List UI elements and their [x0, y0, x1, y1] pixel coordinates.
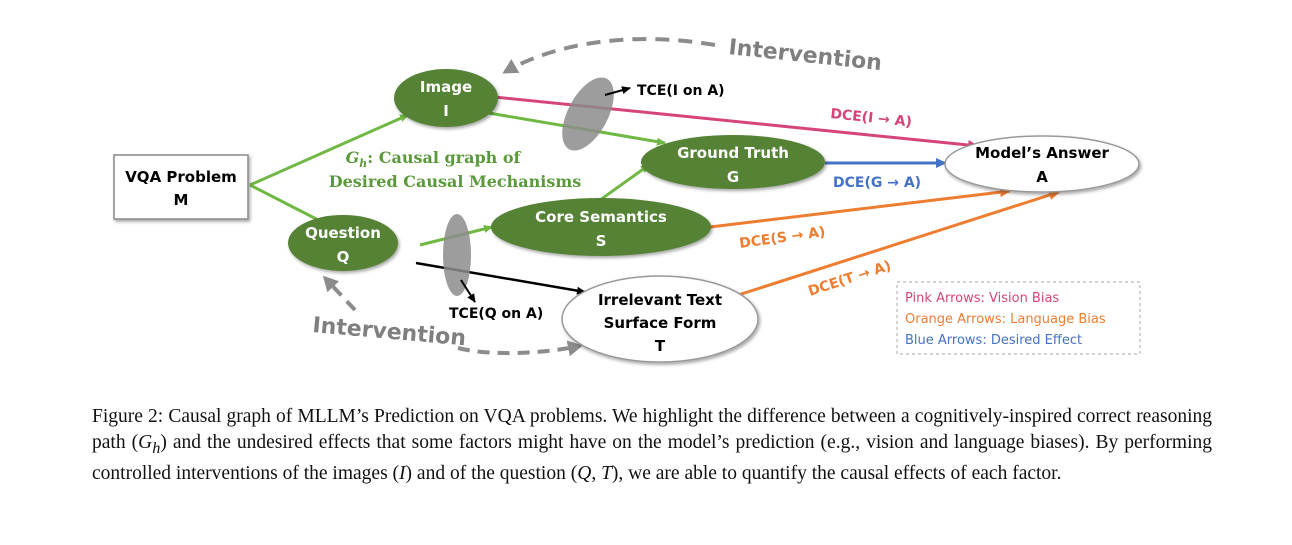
- caption-suffix: ), we are able to quantify the causal ef…: [611, 462, 1062, 484]
- label-dce-g: DCE(G → A): [833, 175, 921, 191]
- gh-causal-graph-label: Gh: Causal graph of Desired Causal Mecha…: [329, 148, 582, 191]
- node-ground-truth: Ground Truth G: [641, 135, 825, 189]
- legend-item-orange: Orange Arrows: Language Bias: [905, 312, 1106, 327]
- node-ground-truth-title: Ground Truth: [677, 144, 789, 162]
- gh-label-line1: Gh: Causal graph of: [346, 148, 522, 170]
- node-question: Question Q: [288, 215, 398, 271]
- node-question-symbol: Q: [337, 248, 350, 266]
- node-vqa-problem: VQA Problem M: [113, 154, 249, 220]
- node-model-answer-title: Model’s Answer: [975, 144, 1109, 162]
- gh-subscript: h: [359, 157, 367, 170]
- caption-mid1: ) and the undesired effects that some fa…: [92, 432, 1212, 484]
- tce-i-cut-ellipse: [562, 77, 614, 151]
- label-dce-i: DCE(I → A): [830, 106, 913, 130]
- edge-s-to-a-orange: [709, 187, 1011, 229]
- label-tce-q: TCE(Q on A): [449, 306, 543, 322]
- legend-item-pink: Pink Arrows: Vision Bias: [905, 291, 1059, 306]
- caption-gh-sub: h: [152, 438, 161, 457]
- intervention-arrow-bottom: [457, 340, 583, 357]
- node-irrelevant-text-line1: Irrelevant Text: [598, 291, 722, 309]
- tce-q-cut-ellipse: [443, 214, 471, 296]
- node-image: Image I: [394, 69, 498, 127]
- node-core-semantics-title: Core Semantics: [535, 208, 667, 226]
- label-intervention-top: Intervention: [727, 35, 883, 76]
- caption-var-q: Q: [577, 462, 592, 484]
- node-model-answer: Model’s Answer A: [944, 135, 1140, 193]
- caption-mid3: ,: [591, 462, 602, 484]
- edge-t-to-a-orange: [731, 190, 1060, 299]
- edge-m-to-i: [249, 113, 409, 187]
- gh-label-line2: Desired Causal Mechanisms: [329, 172, 582, 191]
- gh-line1-rest: : Causal graph of: [367, 148, 521, 167]
- node-irrelevant-text-symbol: T: [655, 337, 666, 355]
- tce-q-pointer: [460, 279, 476, 303]
- node-core-semantics: Core Semantics S: [491, 198, 711, 256]
- node-irrelevant-text-line2: Surface Form: [604, 314, 717, 332]
- edge-s-to-g: [599, 163, 650, 202]
- caption-prefix: Figure 2: Causal graph of MLLM’s Predict…: [92, 406, 1212, 453]
- node-model-answer-symbol: A: [1036, 168, 1048, 186]
- caption-gh: G: [138, 432, 153, 453]
- edge-q-to-t: [415, 261, 586, 295]
- label-dce-t: DCE(T → A): [806, 258, 893, 300]
- label-intervention-bottom: Intervention: [311, 313, 466, 351]
- caption-var-i: I: [399, 462, 406, 484]
- node-irrelevant-text: Irrelevant Text Surface Form T: [561, 275, 759, 363]
- node-image-symbol: I: [443, 102, 449, 120]
- caption-var-t: T: [601, 462, 612, 484]
- node-ground-truth-symbol: G: [727, 168, 739, 186]
- legend: Pink Arrows: Vision Bias Orange Arrows: …: [896, 281, 1141, 355]
- node-vqa-title: VQA Problem: [125, 168, 237, 186]
- tce-i-pointer: [604, 86, 631, 96]
- label-tce-i: TCE(I on A): [637, 83, 725, 99]
- intervention-arrow-bottom-up: [322, 275, 357, 312]
- intervention-arrow-top: [502, 37, 716, 74]
- figure-caption: Figure 2: Causal graph of MLLM’s Predict…: [92, 404, 1212, 487]
- node-question-title: Question: [305, 224, 381, 242]
- causal-graph-diagram: VQA Problem M Image I Question Q Ground …: [113, 35, 1141, 363]
- node-image-title: Image: [420, 78, 472, 96]
- label-dce-s: DCE(S → A): [738, 224, 826, 252]
- gh-symbol: G: [346, 148, 360, 167]
- legend-item-blue: Blue Arrows: Desired Effect: [905, 333, 1082, 348]
- node-core-semantics-symbol: S: [596, 232, 607, 250]
- caption-mid2: ) and of the question (: [405, 462, 578, 484]
- node-vqa-symbol: M: [174, 191, 189, 209]
